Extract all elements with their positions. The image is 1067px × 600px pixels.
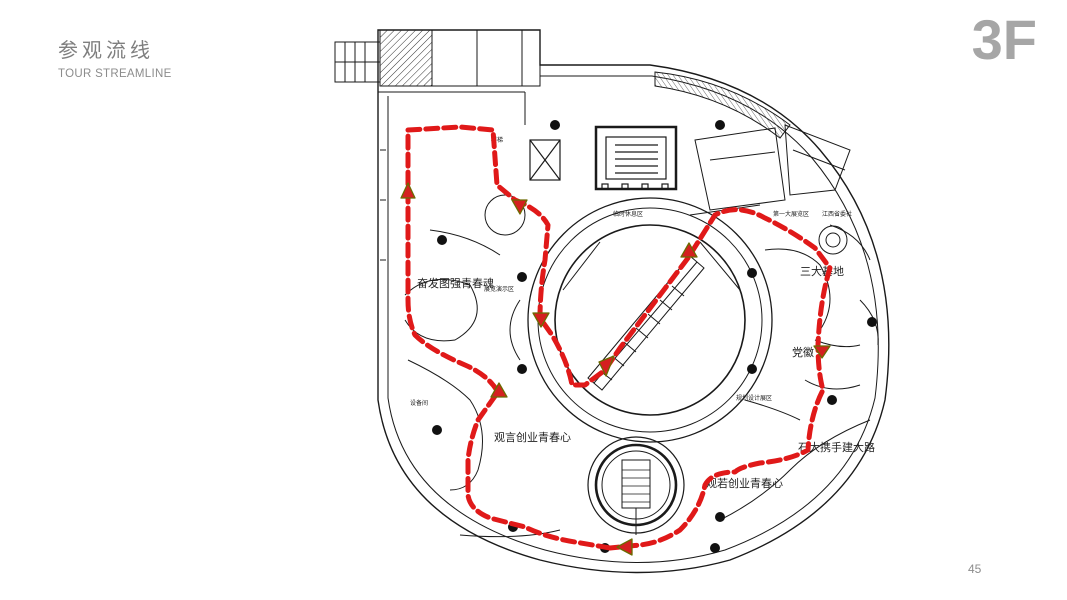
slide-title-cn: 参观流线 <box>58 38 154 62</box>
route-arrow-icon <box>400 182 416 199</box>
route-arrow-icon <box>813 345 831 359</box>
spiral-stair <box>587 436 685 535</box>
label-zone-a: 奋发图强青春魂 <box>417 276 494 290</box>
central-atrium <box>527 197 773 443</box>
interior-partitions <box>380 149 879 538</box>
core-stair-elevator <box>529 125 678 191</box>
plan-text-labels: 奋发图强青春魂 观言创业青春心 观若创业青春心 三大基地 党徽 石大携手建大路 … <box>410 136 875 490</box>
structural-columns <box>432 120 877 553</box>
building-outline <box>377 29 890 574</box>
slide-title-en: TOUR STREAMLINE <box>58 68 172 80</box>
page-number: 45 <box>968 562 982 576</box>
label-small-1: 临时休息区 <box>613 210 643 218</box>
route-arrow-icon <box>598 355 615 377</box>
label-small-6: 展览演示区 <box>484 285 514 293</box>
label-small-2: 楼梯 <box>491 136 503 144</box>
entrance-bridge <box>334 41 381 83</box>
label-small-4: 江西省委社 <box>822 210 852 218</box>
route-arrow-icon <box>490 382 508 398</box>
label-zone-c: 观若创业青春心 <box>706 477 783 490</box>
label-small-7: 规划设计展区 <box>736 394 772 402</box>
label-small-3: 第一大展览区 <box>773 210 809 218</box>
label-zone-d: 三大基地 <box>800 264 844 278</box>
floor-label: 3F <box>971 8 1037 71</box>
label-small-5: 设备间 <box>410 399 428 407</box>
route-arrow-icon <box>616 538 633 556</box>
route-arrow-icon <box>532 312 550 328</box>
label-zone-b: 观言创业青春心 <box>494 431 571 444</box>
route-arrow-icon <box>680 242 698 258</box>
label-zone-f: 石大携手建大路 <box>798 440 875 454</box>
route-arrow-icon <box>511 199 528 215</box>
label-zone-e: 党徽 <box>792 345 814 359</box>
slide-title-block: 参观流线 TOUR STREAMLINE <box>58 38 172 80</box>
top-rooms <box>378 29 541 125</box>
route-arrows <box>400 182 831 556</box>
restrooms <box>694 124 851 211</box>
